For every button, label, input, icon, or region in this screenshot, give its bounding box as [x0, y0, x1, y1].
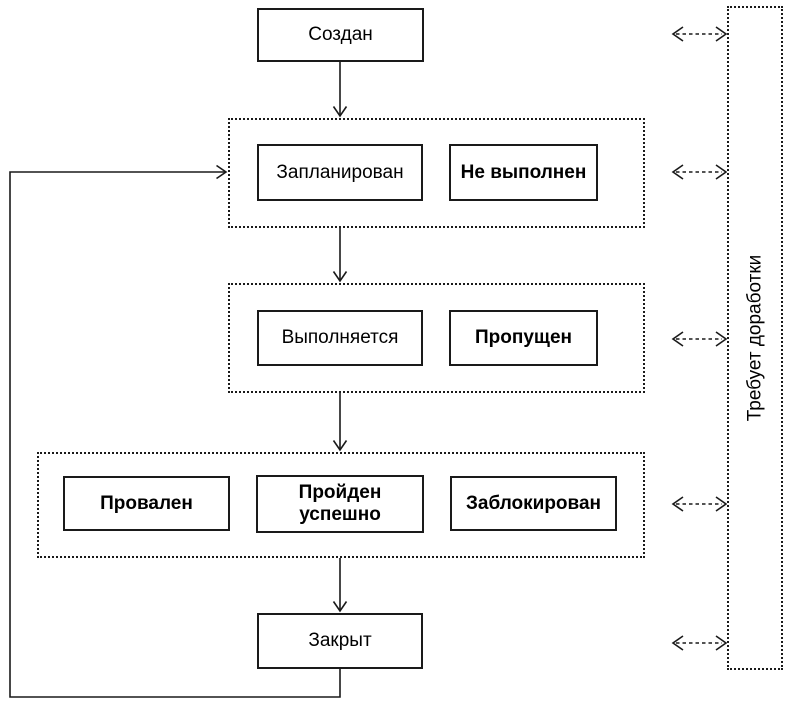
arrow-planned-to-executing — [332, 228, 348, 283]
state-closed-label: Закрыт — [308, 630, 372, 652]
rework-arrow-closed — [671, 635, 728, 651]
group-result-states — [37, 452, 645, 558]
arrow-result-to-closed — [332, 558, 348, 613]
state-planned-label: Запланирован — [276, 161, 404, 183]
arrow-executing-to-result — [332, 393, 348, 452]
state-skipped: Пропущен — [449, 310, 598, 366]
state-created: Создан — [257, 8, 424, 62]
state-passed-label: Пройден успешно — [298, 482, 382, 525]
rework-arrow-planned — [671, 164, 728, 180]
state-closed: Закрыт — [257, 613, 423, 669]
state-executing-label: Выполняется — [281, 327, 399, 349]
state-blocked: Заблокирован — [450, 476, 617, 531]
state-planned: Запланирован — [257, 144, 423, 201]
state-passed: Пройден успешно — [256, 475, 424, 533]
rework-arrow-created — [671, 26, 728, 42]
state-failed: Провален — [63, 476, 230, 531]
state-created-label: Создан — [308, 24, 373, 46]
arrow-closed-to-planned-loop — [9, 164, 341, 698]
state-executing: Выполняется — [257, 310, 423, 366]
rework-arrow-result — [671, 496, 728, 512]
state-not-executed: Не выполнен — [449, 144, 598, 201]
rework-arrow-executing — [671, 331, 728, 347]
state-not-executed-label: Не выполнен — [460, 161, 587, 183]
rework-panel-label: Требует доработки — [744, 254, 766, 422]
state-failed-label: Провален — [100, 492, 193, 514]
state-blocked-label: Заблокирован — [465, 492, 602, 514]
rework-panel: Требует доработки — [727, 6, 783, 670]
group-executing-states — [228, 283, 645, 393]
arrow-created-to-planned — [332, 62, 348, 118]
group-planned-states — [228, 118, 645, 228]
state-skipped-label: Пропущен — [475, 327, 572, 349]
